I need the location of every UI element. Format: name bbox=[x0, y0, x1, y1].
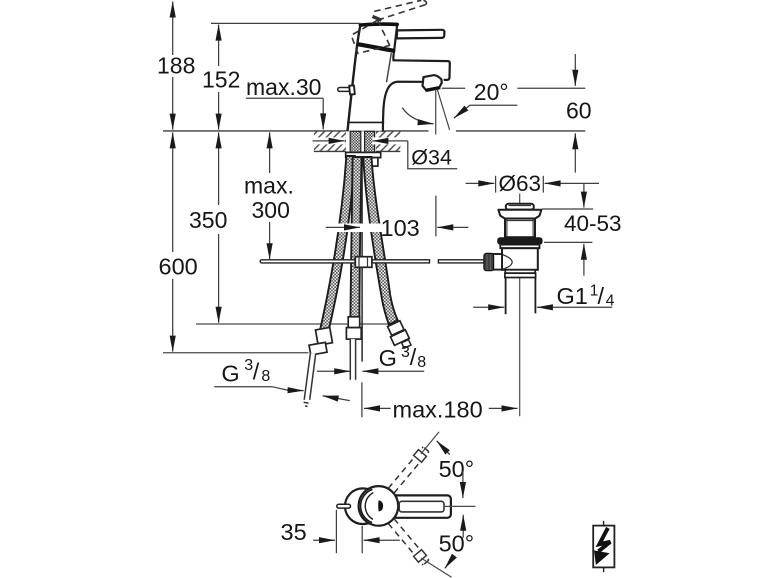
svg-text:300: 300 bbox=[252, 197, 290, 223]
svg-text:350: 350 bbox=[189, 207, 227, 233]
svg-text:3: 3 bbox=[244, 357, 253, 374]
svg-text:max.180: max.180 bbox=[393, 397, 483, 423]
svg-text:Ø63: Ø63 bbox=[499, 171, 542, 196]
svg-text:60: 60 bbox=[566, 97, 592, 123]
svg-text:G: G bbox=[221, 361, 239, 387]
svg-text:1: 1 bbox=[590, 283, 599, 300]
svg-text:8: 8 bbox=[417, 354, 426, 371]
svg-text:188: 188 bbox=[157, 53, 195, 79]
svg-text:20°: 20° bbox=[474, 79, 509, 105]
svg-text:35: 35 bbox=[281, 519, 307, 545]
svg-text:Ø34: Ø34 bbox=[411, 146, 452, 170]
svg-text:G: G bbox=[379, 345, 397, 371]
svg-text:50°: 50° bbox=[439, 531, 475, 557]
svg-text:50°: 50° bbox=[439, 456, 475, 482]
svg-text:40-53: 40-53 bbox=[564, 211, 622, 236]
svg-text:8: 8 bbox=[261, 368, 270, 385]
svg-text:103: 103 bbox=[381, 215, 420, 241]
svg-text:4: 4 bbox=[606, 293, 615, 310]
svg-text:152: 152 bbox=[202, 67, 240, 93]
svg-text:3: 3 bbox=[401, 344, 410, 361]
svg-text:max.: max. bbox=[244, 173, 294, 199]
svg-text:/: / bbox=[253, 358, 260, 384]
svg-text:max.30: max.30 bbox=[246, 74, 321, 100]
svg-text:/: / bbox=[410, 344, 417, 370]
svg-text:G1: G1 bbox=[557, 283, 588, 309]
svg-text:/: / bbox=[598, 283, 605, 309]
svg-text:600: 600 bbox=[159, 254, 198, 280]
